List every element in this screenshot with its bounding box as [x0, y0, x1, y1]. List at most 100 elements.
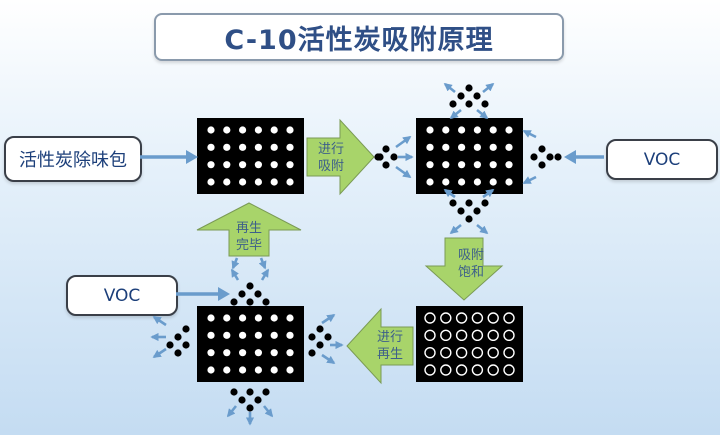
- pore: [473, 126, 481, 134]
- carbon-block-body: [416, 306, 523, 382]
- voc-molecule: [166, 341, 174, 349]
- pore: [207, 349, 215, 357]
- pore: [286, 314, 294, 322]
- carbon-block-saturated: [416, 306, 523, 382]
- regen-done-arrow: 再生 完毕: [196, 202, 302, 257]
- pore: [471, 346, 484, 359]
- pore: [426, 178, 434, 186]
- pore: [254, 161, 262, 169]
- pore: [442, 143, 450, 151]
- pore: [223, 331, 231, 339]
- pore: [270, 161, 278, 169]
- flow-arrow: [152, 347, 167, 359]
- pore: [458, 126, 466, 134]
- pore: [473, 161, 481, 169]
- voc-molecule: [465, 215, 473, 223]
- carbon-block-bottom-left: [197, 306, 304, 382]
- voc-molecule: [254, 396, 262, 404]
- pore: [487, 329, 499, 342]
- voc-molecule: [538, 161, 546, 169]
- voc-molecule: [316, 341, 324, 349]
- pore: [223, 143, 231, 151]
- voc-molecule: [554, 153, 562, 161]
- pore: [207, 143, 215, 151]
- flow-arrow: [443, 82, 456, 94]
- pore: [424, 364, 436, 376]
- pore: [286, 143, 294, 151]
- pore: [254, 349, 262, 357]
- flow-arrow: [152, 315, 167, 327]
- pore: [440, 329, 452, 342]
- flow-arrow: [449, 223, 462, 235]
- page-title: C-10活性炭吸附原理: [154, 13, 564, 61]
- pore: [455, 312, 468, 324]
- pore: [442, 126, 450, 134]
- saturated-arrow: 吸附 饱和: [424, 237, 504, 301]
- flow-arrow: [226, 405, 238, 418]
- pore: [489, 126, 497, 134]
- pore: [254, 178, 262, 186]
- pore: [505, 178, 513, 186]
- voc-molecule: [308, 349, 316, 357]
- pore: [424, 312, 436, 324]
- pore: [487, 364, 499, 376]
- voc-molecule: [390, 153, 398, 161]
- pore: [223, 366, 231, 374]
- pore: [503, 312, 515, 324]
- regenerate-arrow-text-1: 进行: [377, 330, 403, 345]
- voc-molecule: [382, 161, 390, 169]
- pore: [424, 346, 436, 359]
- pore: [455, 346, 468, 359]
- pore: [426, 126, 434, 134]
- pore: [442, 178, 450, 186]
- flow-arrow: [476, 108, 489, 120]
- pore: [270, 126, 278, 134]
- flow-arrow: [262, 405, 274, 418]
- pore: [471, 329, 484, 342]
- adsorb-arrow: 进行 吸附: [306, 118, 375, 196]
- carbon-block-body: [197, 306, 304, 382]
- voc-molecule: [174, 333, 182, 341]
- pore: [239, 366, 247, 374]
- voc-molecule: [246, 298, 254, 306]
- voc-molecule: [465, 100, 473, 108]
- pore: [426, 143, 434, 151]
- pore: [239, 143, 247, 151]
- pore: [471, 312, 484, 324]
- saturated-arrow-text-2: 饱和: [458, 265, 484, 280]
- pore: [458, 178, 466, 186]
- voc-molecule: [246, 388, 254, 396]
- flow-arrow: [321, 313, 336, 325]
- pore: [239, 161, 247, 169]
- voc-left-arrow: [176, 287, 230, 301]
- voc-molecule: [465, 84, 473, 92]
- pore: [286, 178, 294, 186]
- flow-arrow: [449, 108, 462, 120]
- flow-arrow: [395, 135, 412, 149]
- flow-arrow: [395, 165, 412, 179]
- carbon-block-body: [416, 118, 523, 194]
- voc-molecule: [449, 199, 457, 207]
- voc-molecule: [382, 145, 390, 153]
- voc-molecule: [238, 290, 246, 298]
- pore: [440, 346, 452, 359]
- voc-molecule: [308, 333, 316, 341]
- voc-molecule: [230, 298, 238, 306]
- pore: [424, 329, 436, 342]
- flow-arrow: [321, 353, 336, 365]
- pore: [239, 314, 247, 322]
- voc-right-arrow: [564, 150, 604, 164]
- pore: [458, 143, 466, 151]
- voc-molecule: [449, 100, 457, 108]
- flow-arrow: [522, 129, 537, 139]
- pore: [270, 143, 278, 151]
- pore: [270, 331, 278, 339]
- pore: [489, 143, 497, 151]
- voc-molecule: [182, 325, 190, 333]
- pore: [223, 161, 231, 169]
- pore: [239, 331, 247, 339]
- pore: [503, 329, 515, 342]
- pore: [207, 161, 215, 169]
- pore: [286, 349, 294, 357]
